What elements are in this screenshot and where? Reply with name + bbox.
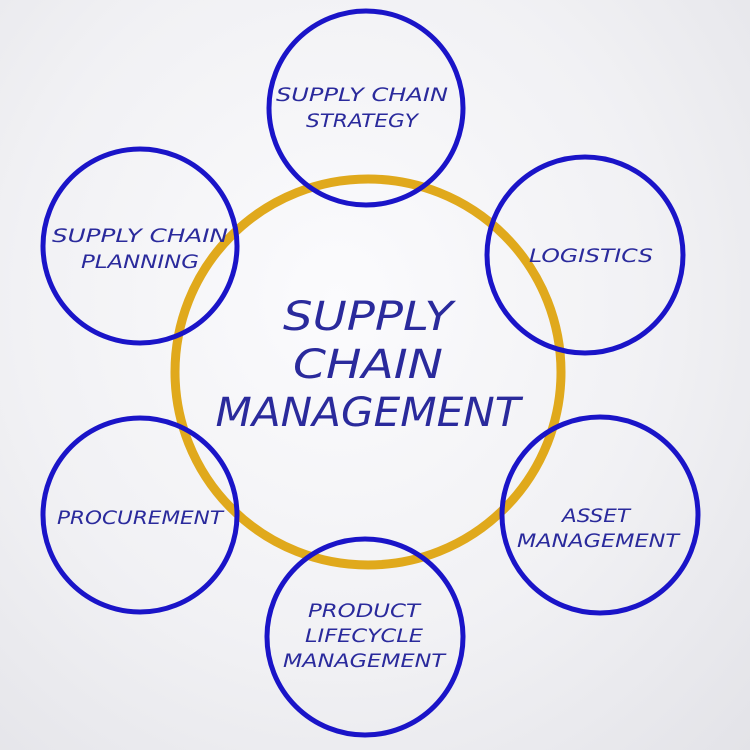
node-ring: [266, 8, 466, 208]
node-label-line: LIFECYCLE: [305, 625, 423, 647]
node-ring: [264, 536, 466, 738]
node-label-line: PRODUCT: [308, 600, 422, 622]
center-ring: [170, 174, 566, 570]
node-label-line: MANAGEMENT: [283, 650, 447, 672]
node-label-line: LOGISTICS: [529, 245, 653, 267]
node-supply-chain-strategy: SUPPLY CHAIN STRATEGY: [266, 8, 466, 208]
node-label-line: MANAGEMENT: [517, 530, 681, 552]
center-label-line: SUPPLY: [283, 294, 457, 340]
node-label-line: PROCUREMENT: [57, 507, 225, 529]
node-asset-management: ASSET MANAGEMENT: [499, 414, 701, 616]
node-supply-chain-planning: SUPPLY CHAIN PLANNING: [40, 146, 240, 346]
node-logistics: LOGISTICS: [484, 154, 686, 356]
node-ring: [499, 414, 701, 616]
node-label-line: STRATEGY: [306, 110, 420, 132]
node-procurement: PROCUREMENT: [40, 415, 240, 615]
node-label-line: ASSET: [560, 505, 632, 527]
node-label-line: SUPPLY CHAIN: [276, 84, 448, 106]
center-label: SUPPLY CHAIN MANAGEMENT: [216, 294, 525, 436]
node-ring: [40, 146, 240, 346]
center-label-line: CHAIN: [293, 342, 443, 388]
node-product-lifecycle-management: PRODUCT LIFECYCLE MANAGEMENT: [264, 536, 466, 738]
node-ring: [40, 415, 240, 615]
center-label-line: MANAGEMENT: [216, 390, 525, 436]
node-label-line: PLANNING: [81, 251, 199, 273]
node-ring: [484, 154, 686, 356]
node-label-line: SUPPLY CHAIN: [52, 225, 228, 247]
